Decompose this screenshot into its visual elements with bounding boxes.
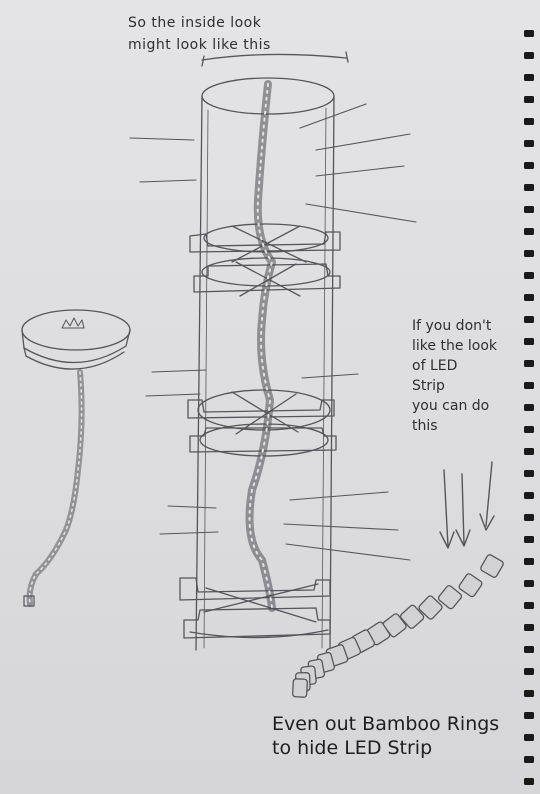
arrow-icons — [440, 462, 494, 548]
binding-ring — [524, 426, 534, 433]
binding-ring — [524, 514, 534, 521]
binding-ring — [524, 778, 534, 785]
bamboo-ring-strip — [293, 554, 505, 698]
binding-ring — [524, 448, 534, 455]
binding-ring — [524, 690, 534, 697]
spiral-binding — [524, 30, 534, 785]
binding-ring — [524, 162, 534, 169]
note-bamboo-rings: Even out Bamboo Rings to hide LED Strip — [272, 712, 534, 760]
binding-ring — [524, 30, 534, 37]
binding-ring — [524, 602, 534, 609]
binding-ring — [524, 316, 534, 323]
binding-ring — [524, 96, 534, 103]
cylinder-outline — [196, 52, 348, 650]
binding-ring — [524, 360, 534, 367]
bracket-tier-3 — [180, 578, 330, 638]
binding-ring — [524, 74, 534, 81]
binding-ring — [524, 558, 534, 565]
binding-ring — [524, 624, 534, 631]
note-inside-look: So the inside look might look like this — [128, 12, 388, 56]
binding-ring — [524, 646, 534, 653]
binding-ring — [524, 294, 534, 301]
binding-ring — [524, 52, 534, 59]
binding-ring — [524, 272, 534, 279]
puck-lamp — [22, 310, 130, 606]
binding-ring — [524, 580, 534, 587]
binding-ring — [524, 470, 534, 477]
binding-ring — [524, 250, 534, 257]
binding-ring — [524, 228, 534, 235]
binding-ring — [524, 184, 534, 191]
binding-ring — [524, 382, 534, 389]
binding-ring — [524, 492, 534, 499]
glow-lines — [130, 104, 416, 560]
binding-ring — [524, 338, 534, 345]
led-strip-inner — [250, 84, 272, 608]
bamboo-ring — [293, 679, 308, 698]
bamboo-ring — [458, 573, 483, 598]
binding-ring — [524, 140, 534, 147]
binding-ring — [524, 118, 534, 125]
binding-ring — [524, 206, 534, 213]
bamboo-ring — [480, 554, 505, 579]
binding-ring — [524, 536, 534, 543]
binding-ring — [524, 668, 534, 675]
note-led-strip-alternative: If you don't like the look of LED Strip … — [412, 316, 522, 436]
binding-ring — [524, 404, 534, 411]
